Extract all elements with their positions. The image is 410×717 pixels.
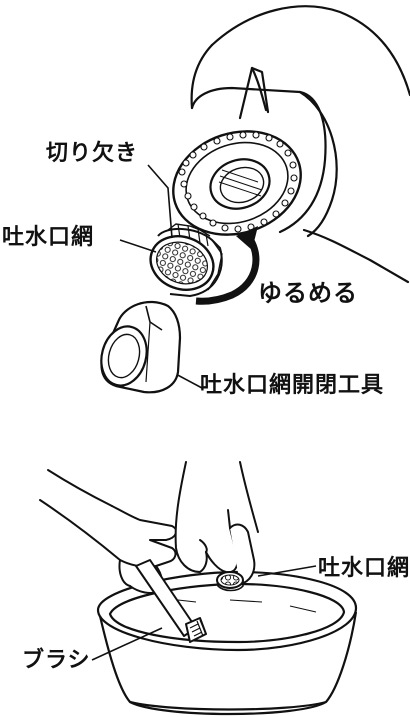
- spout-face: [172, 130, 302, 236]
- aerator-screen-bottom: [216, 571, 244, 592]
- leader-lines-bottom: [91, 565, 317, 661]
- right-hand: [174, 461, 259, 585]
- water-bowl: [96, 570, 358, 716]
- label-notch: 切り欠き: [46, 141, 139, 166]
- label-opener-tool: 吐水口網開閉工具: [200, 373, 385, 398]
- loosen-arrow: [195, 226, 260, 305]
- label-aerator-net-top: 吐水口網: [2, 225, 95, 250]
- label-brush: ブラシ: [22, 648, 91, 673]
- opener-tool: [100, 301, 182, 394]
- faucet-spout: [190, 5, 410, 284]
- brush: [135, 559, 207, 643]
- aerator-screen-top: [149, 223, 223, 298]
- label-loosen: ゆるめる: [258, 279, 358, 307]
- label-aerator-net-bottom: 吐水口網: [318, 556, 410, 581]
